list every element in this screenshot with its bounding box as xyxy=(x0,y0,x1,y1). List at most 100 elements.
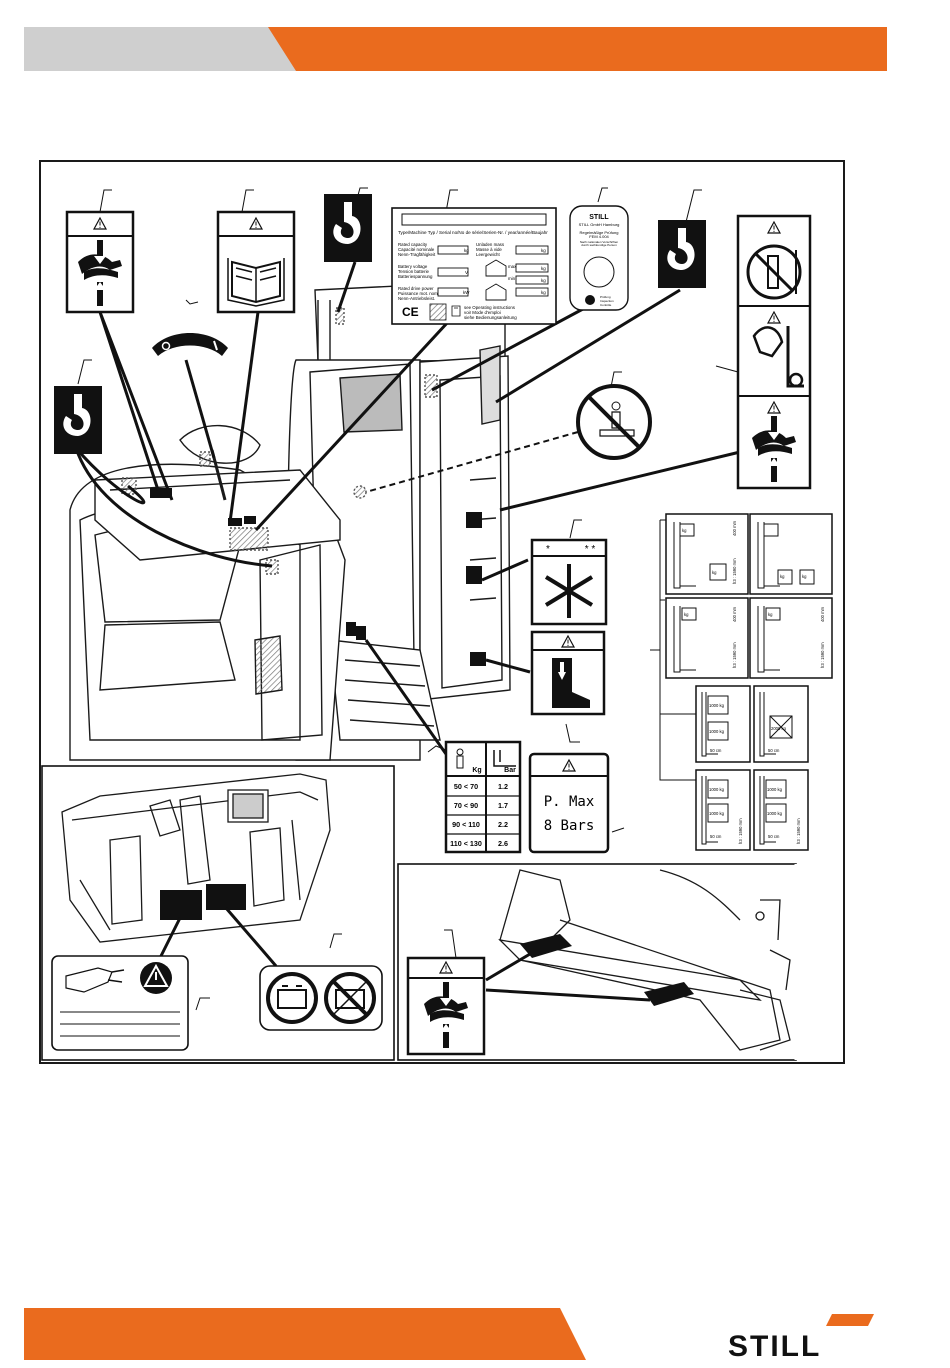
svg-text:400 mm: 400 mm xyxy=(732,606,737,622)
svg-text:400 mm: 400 mm xyxy=(732,520,737,536)
capacity-chart-panel: 1000 kg 1000 kg 50 cm xyxy=(695,685,751,763)
svg-text:Capacité nominale: Capacité nominale xyxy=(398,247,435,252)
svg-text:kW: kW xyxy=(463,290,470,295)
svg-text:P. Max: P. Max xyxy=(544,794,595,810)
labels-overview-figure: Type/Machine Typ / Serial no/No de série… xyxy=(39,160,845,1064)
capacity-chart-panel: kg 400 mm h3 : 1590 mm xyxy=(665,597,749,679)
capacity-chart-panel: kg 400 mm h3 : 1590 mm xyxy=(749,597,833,679)
header-band xyxy=(24,27,887,71)
nameplate-type-line: Type/Machine Typ / Serial no/No de série… xyxy=(398,230,548,235)
svg-text:STILL: STILL xyxy=(589,214,609,221)
read-manual-label xyxy=(216,210,296,314)
svg-text:Nach nationalen Vorschriften: Nach nationalen Vorschriften xyxy=(580,240,619,244)
battery-crossed-icon xyxy=(335,989,365,1009)
svg-text:Contrôle: Contrôle xyxy=(600,303,612,307)
pinch-warning-label xyxy=(406,956,486,1056)
svg-text:Rated drive power: Rated drive power xyxy=(398,286,434,291)
svg-text:1000 kg: 1000 kg xyxy=(767,811,783,816)
svg-text:Masse à vide: Masse à vide xyxy=(476,247,502,252)
book-icon xyxy=(451,305,461,317)
svg-text:h3 : 1590 mm: h3 : 1590 mm xyxy=(732,558,737,584)
logo-orange-accent-icon xyxy=(826,1314,874,1326)
svg-text:2.6: 2.6 xyxy=(498,839,508,848)
capacity-chart-panel: 1000 kg 1000 kg 50 cm h3 : 1590 mm xyxy=(753,769,809,851)
svg-text:h3 : 1590 mm: h3 : 1590 mm xyxy=(738,818,743,844)
svg-text:kg: kg xyxy=(684,612,689,617)
svg-text:2.2: 2.2 xyxy=(498,820,508,829)
svg-text:50 cm: 50 cm xyxy=(768,748,780,753)
qr-code-icon xyxy=(429,303,447,321)
svg-text:max: max xyxy=(508,264,517,269)
svg-text:kg: kg xyxy=(682,528,687,533)
load-capacity-charts: kg kg 400 mm h3 : 1590 mm kg kg kg 400 m… xyxy=(665,513,833,851)
svg-text:1.2: 1.2 xyxy=(498,782,508,791)
svg-text:Rated capacity: Rated capacity xyxy=(398,242,428,247)
foot-crush-warning-label xyxy=(530,630,606,716)
key-switch-icon xyxy=(152,333,228,356)
svg-text:1000 kg: 1000 kg xyxy=(709,729,725,734)
svg-text:90 < 110: 90 < 110 xyxy=(452,820,480,829)
truck-drawing xyxy=(69,281,511,761)
svg-text:50 < 70: 50 < 70 xyxy=(454,782,478,791)
svg-text:V: V xyxy=(465,270,468,275)
svg-text:Regelmäßige Prüfung: Regelmäßige Prüfung xyxy=(580,230,619,235)
svg-text:Prüfung: Prüfung xyxy=(600,295,611,299)
platform-label-spot-icon xyxy=(520,934,572,958)
svg-text:kg: kg xyxy=(541,278,546,283)
footer-orange-bar xyxy=(24,1308,586,1360)
snowflake-icon xyxy=(544,564,594,618)
battery-charger-warning-label xyxy=(51,955,189,1051)
svg-text:1.7: 1.7 xyxy=(498,801,508,810)
svg-text:70 < 90: 70 < 90 xyxy=(454,801,478,810)
crush-warning-stack-label xyxy=(736,214,812,490)
svg-text:Nenn-Antriebsleist.: Nenn-Antriebsleist. xyxy=(398,296,435,301)
svg-text:kg: kg xyxy=(712,570,717,575)
svg-text:kg: kg xyxy=(541,290,546,295)
logo-text: STILL xyxy=(728,1330,821,1362)
nameplate-label: Type/Machine Typ / Serial no/No de série… xyxy=(391,207,557,325)
svg-text:Tension batterie: Tension batterie xyxy=(398,269,430,274)
svg-text:110 < 130: 110 < 130 xyxy=(450,839,482,848)
svg-text:Unladen mass: Unladen mass xyxy=(476,242,505,247)
svg-text:kg: kg xyxy=(802,574,807,579)
svg-text:voir Mode d'emploi: voir Mode d'emploi xyxy=(464,310,501,315)
lifting-point-hook-icon xyxy=(658,220,706,288)
svg-text:kg: kg xyxy=(768,612,773,617)
svg-text:kg: kg xyxy=(780,574,785,579)
header-orange-bar xyxy=(268,27,887,71)
svg-text:*: * xyxy=(546,544,550,555)
platform-label-spot-icon xyxy=(644,982,694,1006)
svg-text:* *: * * xyxy=(585,544,596,555)
svg-text:Kg: Kg xyxy=(472,767,481,774)
footer-band xyxy=(24,1308,586,1360)
battery-compartment-inset xyxy=(41,765,395,1061)
capacity-chart-panel: kg kg xyxy=(749,513,833,595)
nameplate-rated-capacity-group: Rated capacity Capacité nominale Nenn-Tr… xyxy=(398,242,505,301)
inspection-plate-label: STILL STILL GmbH Hamburg Regelmäßige Prü… xyxy=(569,205,629,311)
battery-label-spot-icon xyxy=(160,890,202,920)
svg-text:50 cm: 50 cm xyxy=(710,834,722,839)
battery-icon xyxy=(277,989,307,1009)
svg-text:Battery voltage: Battery voltage xyxy=(398,264,428,269)
capacity-chart-panel: 1000 kg 1000 kg 50 cm h3 : 1590 mm xyxy=(695,769,751,851)
pinch-warning-label xyxy=(65,210,135,314)
lifting-point-hook-icon xyxy=(324,194,372,262)
battery-label-spot-icon xyxy=(206,884,246,910)
figure-canvas: Type/Machine Typ / Serial no/No de série… xyxy=(41,187,833,1061)
svg-text:1000 kg: 1000 kg xyxy=(709,811,725,816)
svg-text:h3 : 1590 mm: h3 : 1590 mm xyxy=(732,642,737,668)
no-standing-on-platform-icon xyxy=(576,384,652,460)
svg-text:Inspection: Inspection xyxy=(600,299,614,303)
svg-text:min: min xyxy=(508,276,516,281)
svg-text:1000 kg: 1000 kg xyxy=(709,703,725,708)
svg-text:8 Bars: 8 Bars xyxy=(544,818,595,834)
svg-text:Nenn-Tragfähigkeit: Nenn-Tragfähigkeit xyxy=(398,252,436,257)
svg-text:1000 kg: 1000 kg xyxy=(767,787,783,792)
pointer-lines xyxy=(74,261,741,781)
svg-text:h3 : 1590 mm: h3 : 1590 mm xyxy=(820,642,825,668)
battery-type-label xyxy=(259,965,383,1031)
ce-mark: CE xyxy=(402,305,419,319)
svg-text:50 cm: 50 cm xyxy=(768,834,780,839)
svg-text:Bar: Bar xyxy=(504,767,516,774)
svg-text:2000 kg: 2000 kg xyxy=(771,726,787,731)
